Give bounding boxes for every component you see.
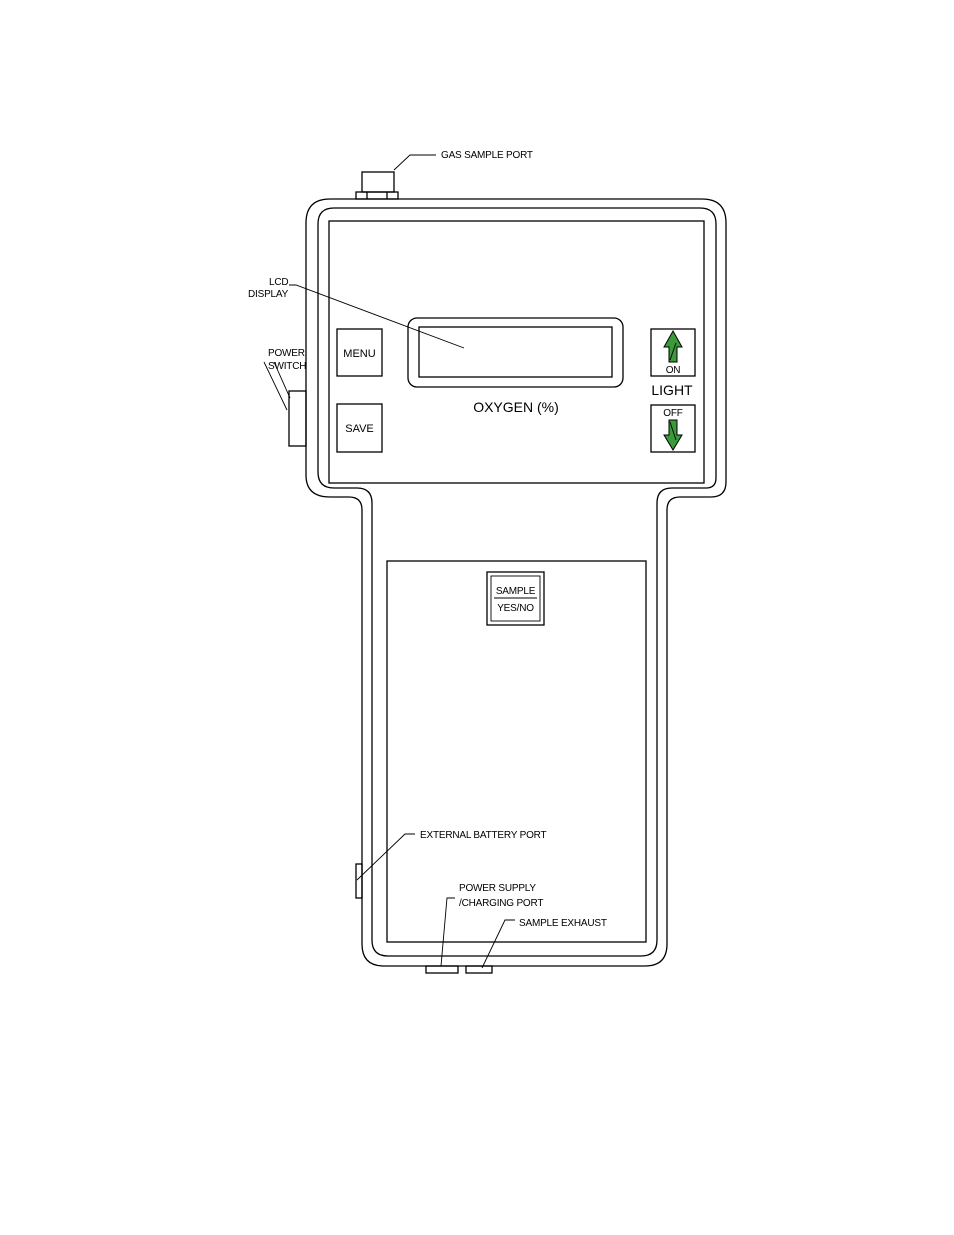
device-housing-inner (317, 207, 717, 957)
power-supply-port (425, 965, 459, 974)
callout-lcd-line2: DISPLAY (248, 289, 289, 300)
light-on-button[interactable]: ON (650, 328, 696, 377)
callout-gas-sample-port: GAS SAMPLE PORT (441, 150, 533, 161)
save-button-label: SAVE (345, 423, 374, 435)
menu-button-label: MENU (343, 348, 375, 360)
callout-external-battery-port: EXTERNAL BATTERY PORT (420, 830, 546, 841)
external-battery-port (355, 863, 363, 899)
gas-sample-port (355, 171, 399, 200)
device-housing-outer (305, 198, 727, 967)
sample-button-bottom-label: YES/NO (497, 603, 534, 614)
save-button[interactable]: SAVE (336, 403, 383, 453)
lcd-display (407, 317, 624, 388)
callout-power-supply-line2: /CHARGING PORT (459, 898, 543, 909)
sample-button-top-label: SAMPLE (496, 586, 536, 597)
callout-power-switch-line2: SWITCH (268, 361, 306, 372)
sample-yes-no-button[interactable]: SAMPLE YES/NO (486, 571, 545, 626)
power-switch[interactable] (288, 390, 307, 447)
down-arrow-icon (663, 419, 683, 451)
control-panel (328, 220, 705, 484)
light-label: LIGHT (651, 382, 693, 398)
callout-lcd-line1: LCD (269, 277, 288, 288)
leader-lines (263, 154, 515, 969)
sample-exhaust-port (465, 965, 493, 974)
up-arrow-icon (663, 329, 683, 363)
light-on-label: ON (666, 365, 681, 376)
light-off-button[interactable]: OFF (650, 404, 696, 453)
light-off-label: OFF (663, 408, 682, 419)
lower-panel (386, 560, 647, 943)
callout-power-switch-line1: POWER (268, 348, 305, 359)
callout-power-supply-line1: POWER SUPPLY (459, 883, 536, 894)
oxygen-label: OXYGEN (%) (473, 399, 559, 415)
callout-sample-exhaust: SAMPLE EXHAUST (519, 918, 607, 929)
menu-button[interactable]: MENU (336, 328, 383, 377)
